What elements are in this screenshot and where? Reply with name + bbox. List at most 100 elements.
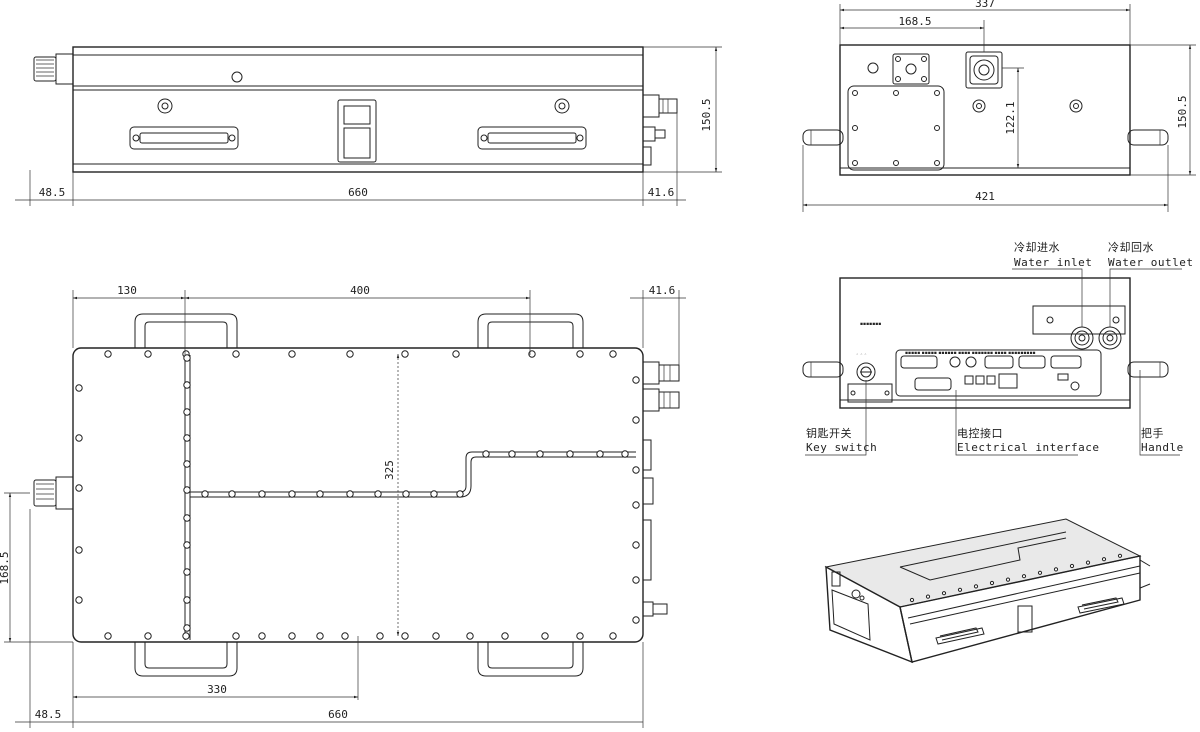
plate-bolt bbox=[183, 624, 191, 632]
plate-bolt bbox=[104, 350, 112, 358]
top-handles-upper bbox=[134, 313, 584, 348]
front-right-connectors bbox=[642, 94, 678, 166]
key-switch-cn: 钥匙开关 bbox=[806, 426, 852, 440]
plate-bolt bbox=[596, 450, 604, 458]
plate-bolt bbox=[183, 541, 191, 549]
iso-bolt bbox=[973, 584, 979, 589]
plate-bolt bbox=[183, 434, 191, 442]
iso-bolt bbox=[1005, 577, 1011, 582]
iso-bolt bbox=[1085, 560, 1091, 565]
plate-bolt bbox=[75, 384, 83, 392]
iso-bolt bbox=[1053, 567, 1059, 572]
plate-bolt bbox=[183, 514, 191, 522]
plate-bolt bbox=[183, 354, 191, 362]
plate-bolt bbox=[632, 376, 640, 384]
plate-bolt bbox=[316, 632, 324, 640]
plate-bolt bbox=[528, 350, 536, 358]
iso-bolt bbox=[909, 597, 915, 603]
top-dim-168: 168.5 bbox=[0, 551, 11, 584]
plate-bolt bbox=[183, 568, 191, 576]
side-view: 337 168.5 122.1 150.5 421 bbox=[802, 0, 1196, 212]
iso-bolt bbox=[957, 587, 963, 592]
rear-handle-right bbox=[1127, 361, 1169, 378]
plate-bolt bbox=[201, 490, 209, 498]
side-inner-height-dim: 122.1 bbox=[1004, 101, 1017, 134]
plate-bolt bbox=[258, 632, 266, 640]
plate-bolt bbox=[621, 450, 629, 458]
front-dimensions bbox=[15, 46, 722, 206]
plate-bolt bbox=[228, 490, 236, 498]
rear-logo: ▪▪▪▪▪▪▪ bbox=[860, 322, 881, 327]
plate-bolt bbox=[632, 616, 640, 624]
plate-bolt bbox=[466, 632, 474, 640]
rear-handle-left bbox=[802, 361, 844, 378]
iso-bolt bbox=[1117, 553, 1123, 558]
plate-bolt bbox=[183, 460, 191, 468]
plate-bolt bbox=[536, 450, 544, 458]
top-dimensions bbox=[4, 290, 686, 728]
plate-bolt bbox=[183, 486, 191, 494]
plate-bolt bbox=[501, 632, 509, 640]
top-view: 130 400 41.6 325 168.5 330 48.5 660 bbox=[0, 284, 686, 728]
top-dim-400: 400 bbox=[350, 284, 370, 297]
plate-bolt bbox=[316, 490, 324, 498]
plate-bolt bbox=[183, 381, 191, 389]
rear-leaders bbox=[805, 268, 1182, 456]
plate-bolt bbox=[376, 632, 384, 640]
svg-text:▪▪▪▪▪ ▪▪▪▪▪ ▪▪▪▪▪▪ ▪▪▪▪ ▪: ▪▪▪▪▪ ▪▪▪▪▪ ▪▪▪▪▪▪ ▪▪▪▪ ▪▪▪▪▪▪▪ ▪▪▪▪ ▪▪▪… bbox=[905, 351, 1036, 356]
top-handles-lower bbox=[134, 642, 584, 677]
plate-bolt bbox=[75, 484, 83, 492]
plate-bolt bbox=[576, 632, 584, 640]
front-left-dim: 48.5 bbox=[39, 186, 66, 199]
plate-bolt bbox=[75, 434, 83, 442]
plate-bolt bbox=[288, 350, 296, 358]
plate-bolt bbox=[566, 450, 574, 458]
plate-bolt bbox=[374, 490, 382, 498]
handle-en: Handle bbox=[1141, 441, 1184, 454]
plate-bolt bbox=[632, 501, 640, 509]
plate-bolt bbox=[144, 350, 152, 358]
plate-bolt bbox=[346, 350, 354, 358]
top-dim-130: 130 bbox=[117, 284, 137, 297]
plate-bolt bbox=[183, 408, 191, 416]
plate-bolt bbox=[430, 490, 438, 498]
plate-bolt bbox=[232, 632, 240, 640]
iso-bolt bbox=[941, 591, 947, 596]
side-total-dim: 337 bbox=[975, 0, 995, 10]
plate-bolt bbox=[402, 490, 410, 498]
plate-bolt bbox=[576, 350, 584, 358]
top-dim-right: 41.6 bbox=[649, 284, 676, 297]
isometric-view bbox=[824, 518, 1151, 664]
plate-bolt bbox=[632, 576, 640, 584]
handle-cn: 把手 bbox=[1141, 426, 1164, 440]
plate-bolt bbox=[288, 490, 296, 498]
side-width-dim: 421 bbox=[975, 190, 995, 203]
iso-bolt bbox=[1037, 570, 1043, 575]
front-center-latch bbox=[337, 99, 377, 163]
front-hole bbox=[231, 71, 243, 83]
side-large-cover bbox=[847, 85, 945, 171]
plate-bolt bbox=[232, 350, 240, 358]
side-small-cover bbox=[892, 53, 930, 85]
plate-bolt bbox=[75, 596, 83, 604]
front-handle-right bbox=[477, 126, 587, 150]
svg-text:◦ ◦ ◦: ◦ ◦ ◦ bbox=[856, 353, 867, 358]
front-handle-left bbox=[129, 126, 239, 150]
iso-latch bbox=[1017, 605, 1033, 633]
front-left-connector bbox=[33, 53, 74, 85]
side-handle-right bbox=[1127, 129, 1169, 146]
plate-bolt bbox=[258, 490, 266, 498]
front-right-dim: 41.6 bbox=[648, 186, 675, 199]
plate-bolt bbox=[508, 450, 516, 458]
side-handle-left bbox=[802, 129, 844, 146]
top-dim-left: 48.5 bbox=[35, 708, 62, 721]
top-dim-325: 325 bbox=[383, 460, 396, 480]
plate-bolt bbox=[482, 450, 490, 458]
iso-bolt bbox=[1021, 574, 1027, 579]
rear-electrical-panel: ▪▪▪▪▪ ▪▪▪▪▪ ▪▪▪▪▪▪ ▪▪▪▪ ▪▪▪▪▪▪▪ ▪▪▪▪ ▪▪▪… bbox=[895, 349, 1102, 397]
rear-body bbox=[839, 277, 1131, 409]
iso-bolt bbox=[925, 594, 931, 599]
side-half-dim: 168.5 bbox=[898, 15, 931, 28]
iso-bolt bbox=[989, 580, 995, 586]
plate-bolt bbox=[609, 632, 617, 640]
